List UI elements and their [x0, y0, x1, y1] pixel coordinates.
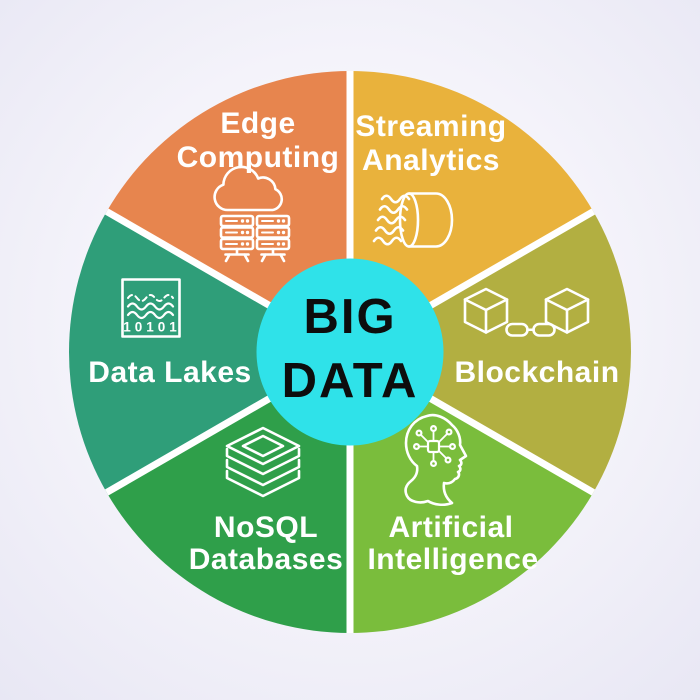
label-ai-line2: Intelligence	[367, 543, 538, 576]
label-streaming-line2: Analytics	[362, 144, 500, 177]
segment-blockchain	[350, 211, 631, 493]
stream-pipe-icon	[372, 192, 454, 248]
label-ai-line1: Artificial	[388, 511, 513, 544]
label-edge-line1: Edge	[220, 107, 295, 140]
center-circle	[256, 258, 444, 446]
label-streaming-line1: Streaming	[355, 110, 506, 143]
waves-binary-icon: 10101	[121, 278, 181, 338]
binary-text: 10101	[123, 320, 181, 335]
label-nosql-line1: NoSQL	[214, 511, 318, 544]
center-title-line2: DATA	[282, 354, 419, 408]
center-title-line1: BIG	[303, 290, 396, 344]
segment-data-lakes	[69, 211, 350, 493]
label-nosql-line2: Databases	[189, 543, 344, 576]
head-network-icon	[404, 413, 468, 507]
cloud-servers-icon	[213, 165, 291, 263]
segment-labels: Edge Computing Streaming Analytics Block…	[88, 107, 619, 576]
label-data-lakes: Data Lakes	[88, 356, 251, 389]
label-edge-line2: Computing	[177, 141, 340, 174]
cubes-chain-icon	[463, 287, 590, 337]
layer-stack-icon	[225, 426, 301, 498]
label-blockchain: Blockchain	[454, 356, 619, 389]
